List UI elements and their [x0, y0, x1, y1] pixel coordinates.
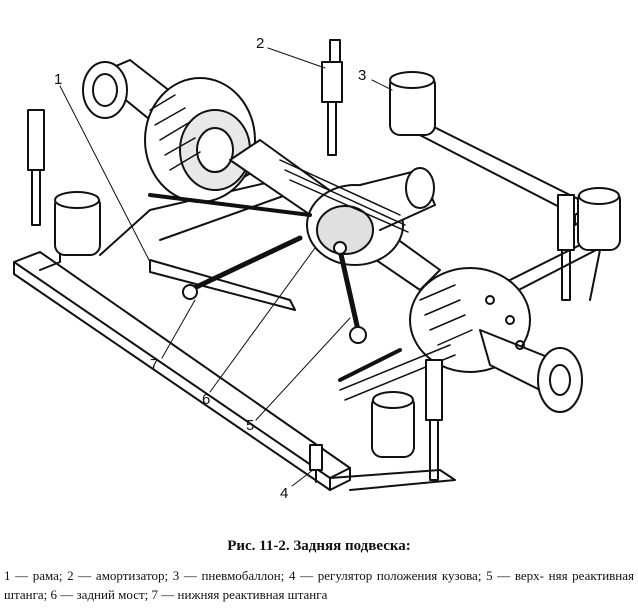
callout-4-height-valve: 4 — [280, 485, 289, 502]
reaction-rods — [148, 193, 402, 382]
legend-line-1: 1 — рама; 2 — амортизатор; 3 — пневмобал… — [4, 568, 544, 583]
height-valve — [309, 444, 323, 483]
legend-line-2: няя реактивная штанга; 6 — задний мост; … — [4, 568, 635, 602]
leaf-springs — [149, 159, 456, 401]
shock-absorbers — [27, 39, 575, 481]
callout-2-shock-absorber: 2 — [256, 35, 265, 52]
rear-axle — [82, 59, 583, 413]
leader-lines — [59, 47, 393, 487]
air-springs — [54, 71, 621, 458]
callout-5-upper-rod: 5 — [246, 417, 255, 434]
callout-1-frame: 1 — [54, 71, 63, 88]
suspension-illustration — [13, 39, 621, 491]
callout-3-air-spring: 3 — [358, 67, 367, 84]
callout-7-lower-rod: 7 — [150, 356, 159, 373]
figure-legend: 1 — рама; 2 — амортизатор; 3 — пневмобал… — [4, 566, 634, 604]
figure-caption-title: Рис. 11-2. Задняя подвеска: — [227, 538, 411, 554]
callout-6-rear-axle: 6 — [202, 391, 211, 408]
